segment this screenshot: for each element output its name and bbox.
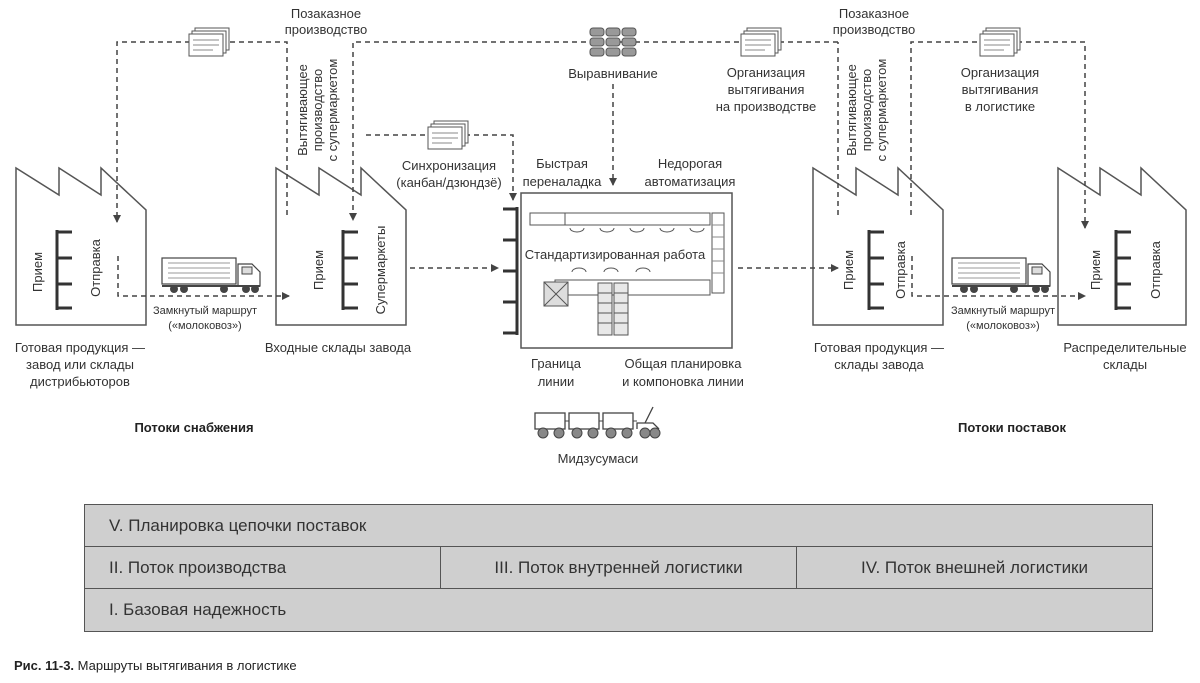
supplier-factory: Прием Отправка Готовая продукция — завод…	[15, 166, 147, 389]
to-order-label: Позаказное	[291, 6, 361, 21]
to-order-label: производство	[833, 22, 915, 37]
figure-number: Рис. 11-3.	[14, 658, 75, 673]
warehouse-caption: склады	[1103, 357, 1147, 372]
factory-caption: дистрибьюторов	[30, 374, 130, 389]
line-layout-label: и компоновка линии	[622, 374, 744, 389]
supply-flows-title: Потоки снабжения	[134, 420, 253, 435]
receive-rack-icon	[55, 230, 72, 310]
warehouse-caption: склады завода	[834, 357, 924, 372]
delivery-flows-title: Потоки поставок	[958, 420, 1066, 435]
factory-icon	[275, 166, 407, 326]
warehouse-caption: Распределительные	[1063, 340, 1186, 355]
level-iii-cell: III. Поток внутренней логистики	[441, 547, 797, 588]
milk-run-label: («молоковоз»)	[168, 320, 241, 332]
document-stack-icon	[740, 27, 782, 57]
line-boundary-label: Граница	[531, 356, 582, 371]
leveling-label: Выравнивание	[568, 66, 657, 81]
standard-work-label: Стандартизированная работа	[525, 247, 706, 262]
truck-icon	[951, 257, 1051, 294]
pull-logistics-org-label: Организация	[961, 65, 1039, 80]
milk-run-truck	[161, 257, 261, 294]
pull-logistics-org-label: в логистике	[965, 99, 1035, 114]
inbound-warehouse: Прием Супермаркеты Входные склады завода	[265, 166, 412, 355]
finished-goods-warehouse: Прием Отправка Готовая продукция — склад…	[812, 166, 944, 372]
levels-row: V. Планировка цепочки поставок	[85, 505, 1152, 547]
document-stack-icon	[427, 120, 469, 150]
factory-caption: завод или склады	[26, 357, 134, 372]
mizusumashi-label: Мидзусумаси	[558, 451, 639, 466]
rack-icon	[867, 230, 884, 310]
receive-label: Прием	[841, 250, 856, 290]
level-i-cell: I. Базовая надежность	[109, 600, 287, 619]
level-iv-cell: IV. Поток внешней логистики	[860, 557, 1088, 577]
logistics-pull-diagram: Прием Отправка Готовая продукция — завод…	[15, 6, 1187, 466]
sync-label: (канбан/дзюндзё)	[396, 175, 501, 190]
supermarkets-label: Супермаркеты	[373, 226, 388, 315]
milk-run-label: («молоковоз»)	[966, 320, 1039, 332]
factory-icon	[812, 166, 944, 326]
levels-row: I. Базовая надежность	[85, 589, 1152, 631]
milk-run-label: Замкнутый маршрут	[951, 305, 1055, 317]
pull-supermarket-label: с супермаркетом	[325, 59, 340, 162]
cheap-automation-label: автоматизация	[645, 174, 736, 189]
line-rack-icon	[503, 207, 519, 335]
factory-icon	[15, 166, 147, 326]
factory-caption: Готовая продукция —	[15, 340, 145, 355]
heijunka-box-icon	[589, 27, 637, 57]
to-order-label: производство	[285, 22, 367, 37]
pull-production-org-label: Организация	[727, 65, 805, 80]
to-order-label: Позаказное	[839, 6, 909, 21]
levels-row: II. Поток производства III. Поток внутре…	[85, 547, 1152, 589]
warehouse-caption: Готовая продукция —	[814, 340, 944, 355]
line-boundary-label: линии	[538, 374, 575, 389]
distribution-warehouse: Прием Отправка Распределительные склады	[1057, 166, 1187, 372]
level-v-cell: V. Планировка цепочки поставок	[109, 515, 367, 535]
line-layout-label: Общая планировка	[625, 356, 743, 371]
receive-label: Прием	[1088, 250, 1103, 290]
warehouse-caption: Входные склады завода	[265, 340, 412, 355]
supermarket-rack-icon	[341, 230, 358, 310]
figure-caption: Рис. 11-3. Маршруты вытягивания в логист…	[14, 658, 297, 673]
quick-changeover-label: переналадка	[523, 174, 603, 189]
sync-label: Синхронизация	[402, 158, 496, 173]
rack-icon	[1114, 230, 1131, 310]
pull-production-org-label: вытягивания	[728, 82, 805, 97]
pull-production-org-label: на производстве	[716, 99, 816, 114]
pull-supermarket-label: производство	[859, 69, 874, 151]
figure-title: Маршруты вытягивания в логистике	[74, 658, 297, 673]
document-stack-icon	[188, 27, 230, 57]
document-stack-icon	[979, 27, 1021, 57]
mizusumashi-train-icon	[534, 406, 661, 439]
pull-supermarket-label: Вытягивающее	[295, 64, 310, 156]
truck-icon	[161, 257, 261, 294]
factory-icon	[1057, 166, 1187, 326]
ship-label: Отправка	[893, 240, 908, 298]
level-ii-cell: II. Поток производства	[85, 547, 441, 588]
pull-supermarket-label: с супермаркетом	[874, 59, 889, 162]
cheap-automation-label: Недорогая	[658, 156, 722, 171]
pull-supermarket-label: производство	[310, 69, 325, 151]
production-line: Стандартизированная работа Быстрая перен…	[503, 156, 744, 389]
flow-lines	[113, 41, 1089, 300]
quick-changeover-label: Быстрая	[536, 156, 588, 171]
ship-label: Отправка	[1148, 240, 1163, 298]
pull-logistics-org-label: вытягивания	[962, 82, 1039, 97]
levels-table: V. Планировка цепочки поставок II. Поток…	[84, 504, 1153, 632]
milk-run-label: Замкнутый маршрут	[153, 305, 257, 317]
milk-run-truck	[951, 257, 1051, 294]
receive-label: Прием	[30, 252, 45, 292]
receive-label: Прием	[311, 250, 326, 290]
pull-supermarket-label: Вытягивающее	[844, 64, 859, 156]
ship-label: Отправка	[88, 238, 103, 296]
